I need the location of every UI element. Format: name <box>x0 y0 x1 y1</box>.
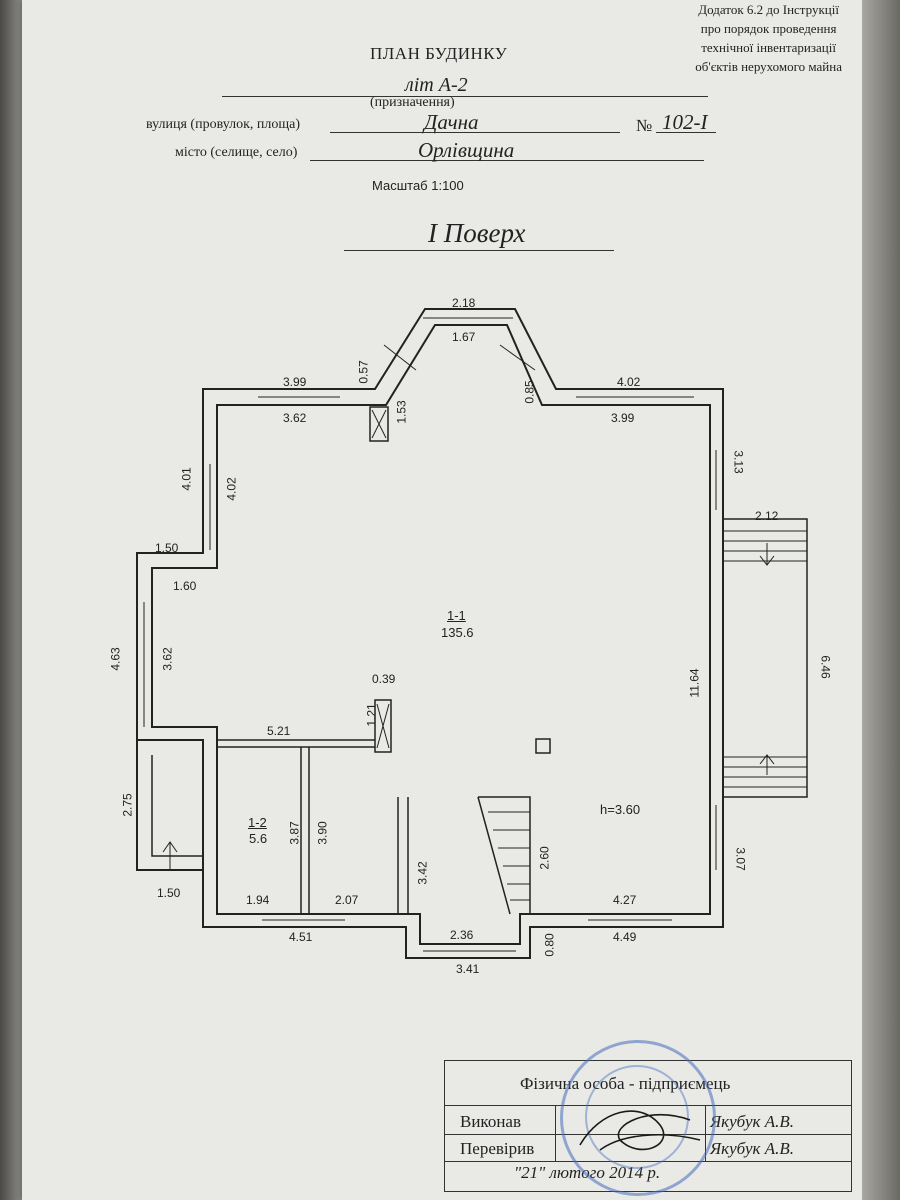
official-seal <box>560 1040 716 1196</box>
room-1-2-number: 1-2 <box>248 815 267 830</box>
dim-5-21: 5.21 <box>267 724 291 738</box>
partition-2 <box>300 747 310 914</box>
dim-2-18: 2.18 <box>452 296 476 310</box>
room-1-1-number: 1-1 <box>447 608 466 623</box>
lit-line <box>222 96 708 97</box>
floor-line <box>344 250 614 251</box>
purpose-caption: (призначення) <box>370 95 455 110</box>
annex <box>136 740 203 871</box>
dim-0-39: 0.39 <box>372 672 396 686</box>
street-line <box>330 132 620 133</box>
dim-4-27: 4.27 <box>613 893 637 907</box>
lit-value: літ А-2 <box>405 74 468 96</box>
dim-3-41: 3.41 <box>456 962 480 976</box>
dim-2-36: 2.36 <box>450 928 474 942</box>
room-1-1-area: 135.6 <box>441 625 474 640</box>
street-value: Дачна <box>424 110 479 134</box>
city-line <box>310 160 704 161</box>
dim-1-50: 1.50 <box>155 541 179 555</box>
dim-3-99-b: 3.99 <box>611 411 635 425</box>
number-line <box>656 132 716 133</box>
stamp-done-label: Виконав <box>460 1112 522 1131</box>
dim-4-49: 4.49 <box>613 930 637 944</box>
dim-1-67: 1.67 <box>452 330 476 344</box>
document-title: ПЛАН БУДИНКУ <box>370 44 508 63</box>
dim-1-50-b: 1.50 <box>157 886 181 900</box>
dim-1-94: 1.94 <box>246 893 270 907</box>
stairs <box>477 796 531 915</box>
dim-4-02-top: 4.02 <box>617 375 641 389</box>
porch <box>723 518 808 798</box>
floor-title: І Поверх <box>428 218 526 248</box>
dim-3-99: 3.99 <box>283 375 307 389</box>
page-edge <box>862 0 900 1200</box>
ceiling-height: h=3.60 <box>600 802 641 817</box>
partition-1 <box>217 739 375 748</box>
street-label: вулиця (провулок, площа) <box>146 117 301 132</box>
city-value: Орлівщина <box>418 138 515 162</box>
dim-1-60: 1.60 <box>173 579 197 593</box>
official-seal-inner <box>585 1065 689 1169</box>
number-value: 102-І <box>662 110 708 134</box>
dim-3-62: 3.62 <box>283 411 307 425</box>
stamp-done-name: Якубук А.В. <box>710 1112 795 1131</box>
stamp-checked-name: Якубук А.В. <box>710 1139 795 1158</box>
room-1-2-area: 5.6 <box>249 831 268 846</box>
dim-4-51: 4.51 <box>289 930 313 944</box>
dim-2-12: 2.12 <box>755 509 779 523</box>
number-label: № <box>636 116 653 135</box>
stamp-checked-label: Перевірив <box>460 1139 535 1158</box>
partition-3 <box>397 797 409 914</box>
book-spine <box>0 0 22 1200</box>
scale-label: Масштаб 1:100 <box>372 178 464 193</box>
city-label: місто (селище, село) <box>175 145 298 160</box>
dim-2-07: 2.07 <box>335 893 359 907</box>
appendix-note: Додаток 6.2 до Інструкції про порядок пр… <box>695 2 842 74</box>
